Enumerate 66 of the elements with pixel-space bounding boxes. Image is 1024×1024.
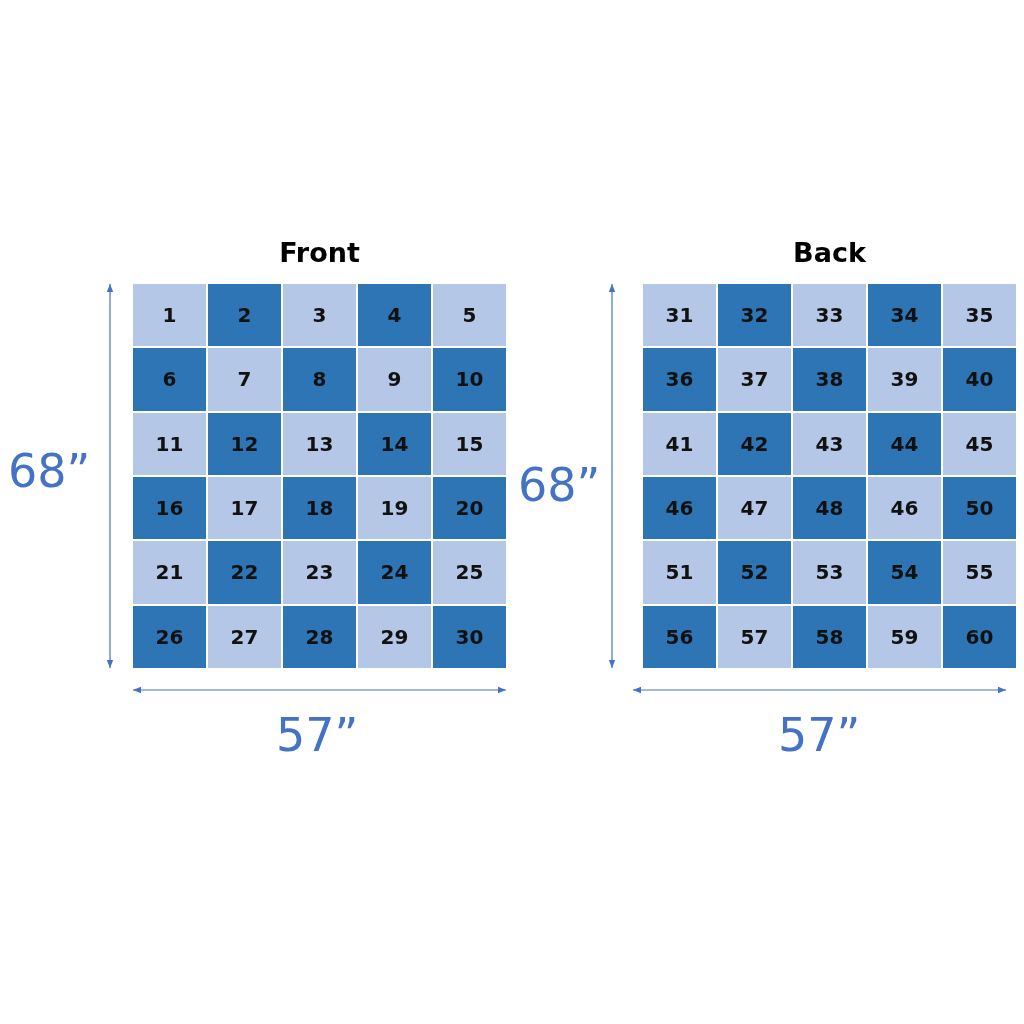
quilt-square: 25 (432, 540, 507, 605)
quilt-square: 13 (282, 411, 357, 476)
quilt-square: 7 (207, 347, 282, 412)
quilt-square: 6 (132, 347, 207, 412)
quilt-square: 39 (867, 347, 942, 412)
quilt-square: 8 (282, 347, 357, 412)
quilt-square: 11 (132, 411, 207, 476)
dimension-label: 68” (8, 448, 91, 494)
quilt-square: 10 (432, 347, 507, 412)
quilt-square: 55 (942, 540, 1017, 605)
quilt-square: 20 (432, 476, 507, 541)
quilt-square: 47 (717, 476, 792, 541)
dimension-label: 68” (518, 462, 601, 508)
quilt-square: 1 (132, 283, 207, 348)
quilt-square: 12 (207, 411, 282, 476)
quilt-square: 31 (642, 283, 717, 348)
quilt-square: 28 (282, 604, 357, 669)
quilt-square: 48 (792, 476, 867, 541)
quilt-square: 54 (867, 540, 942, 605)
quilt-square: 3 (282, 283, 357, 348)
quilt-square: 37 (717, 347, 792, 412)
quilt-square: 60 (942, 604, 1017, 669)
quilt-square: 9 (357, 347, 432, 412)
quilt-square: 58 (792, 604, 867, 669)
quilt-square: 46 (642, 476, 717, 541)
quilt-square: 34 (867, 283, 942, 348)
quilt-square: 46 (867, 476, 942, 541)
quilt-square: 15 (432, 411, 507, 476)
quilt-square: 14 (357, 411, 432, 476)
dimension-label: 57” (778, 712, 861, 758)
quilt-square: 19 (357, 476, 432, 541)
quilt-square: 59 (867, 604, 942, 669)
quilt-square: 53 (792, 540, 867, 605)
quilt-square: 57 (717, 604, 792, 669)
quilt-square: 17 (207, 476, 282, 541)
quilt-square: 36 (642, 347, 717, 412)
quilt-square: 24 (357, 540, 432, 605)
quilt-square: 22 (207, 540, 282, 605)
quilt-square: 30 (432, 604, 507, 669)
quilt-square: 21 (132, 540, 207, 605)
quilt-square: 38 (792, 347, 867, 412)
quilt-square: 51 (642, 540, 717, 605)
quilt-square: 26 (132, 604, 207, 669)
panel-title: Back (792, 237, 867, 268)
quilt-square: 56 (642, 604, 717, 669)
dimension-label: 57” (276, 712, 359, 758)
quilt-square: 35 (942, 283, 1017, 348)
quilt-square: 52 (717, 540, 792, 605)
quilt-square: 27 (207, 604, 282, 669)
quilt-square: 2 (207, 283, 282, 348)
quilt-square: 50 (942, 476, 1017, 541)
quilt-square: 45 (942, 411, 1017, 476)
quilt-square: 5 (432, 283, 507, 348)
quilt-square: 4 (357, 283, 432, 348)
quilt-square: 33 (792, 283, 867, 348)
quilt-square: 32 (717, 283, 792, 348)
quilt-square: 40 (942, 347, 1017, 412)
quilt-square: 41 (642, 411, 717, 476)
quilt-square: 29 (357, 604, 432, 669)
quilt-square: 44 (867, 411, 942, 476)
quilt-square: 43 (792, 411, 867, 476)
quilt-square: 23 (282, 540, 357, 605)
quilt-square: 16 (132, 476, 207, 541)
quilt-square: 18 (282, 476, 357, 541)
panel-title: Front (278, 237, 361, 268)
quilt-square: 42 (717, 411, 792, 476)
